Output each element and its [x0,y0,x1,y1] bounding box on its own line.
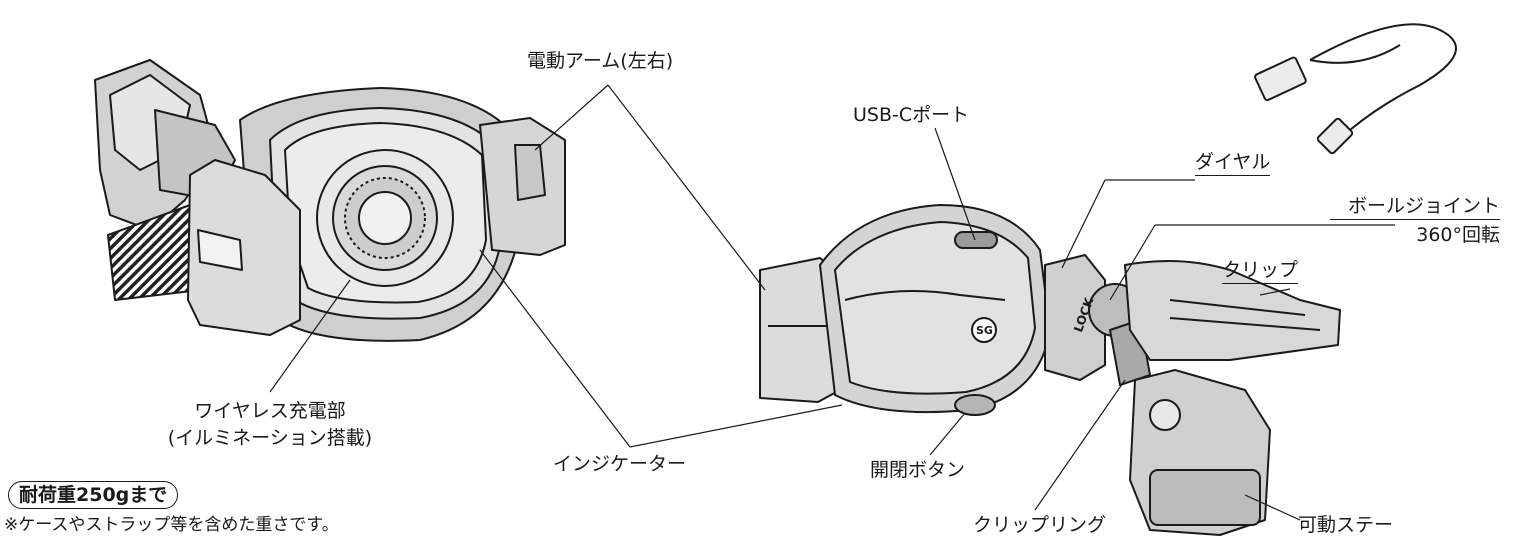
label-indicator: インジケーター [553,453,687,475]
holder-side-view [759,204,1341,536]
label-ball-joint: ボールジョイント [1330,195,1500,220]
load-capacity-badge: 耐荷重250gまで [8,481,179,509]
label-electric-arm: 電動アーム(左右) [527,50,674,72]
label-clip-ring: クリップリング [973,514,1107,536]
label-open-close-button: 開閉ボタン [870,459,966,481]
label-rotation: 360°回転 [1416,224,1500,246]
label-illumination: (イルミネーション搭載) [167,427,373,449]
label-dial: ダイヤル [1195,151,1271,176]
logo-mark: SG [976,324,993,337]
usb-cable [1254,23,1457,155]
label-wireless-charging: ワイヤレス充電部 [194,400,346,422]
label-movable-stay: 可動ステー [1298,514,1394,536]
leader-lines [269,84,1395,521]
label-usbc-port: USB-Cポート [853,104,970,126]
load-capacity-note: ※ケースやストラップ等を含めた重さです。 [4,515,339,535]
label-clip: クリップ [1222,259,1299,284]
holder-front-view [94,59,566,342]
